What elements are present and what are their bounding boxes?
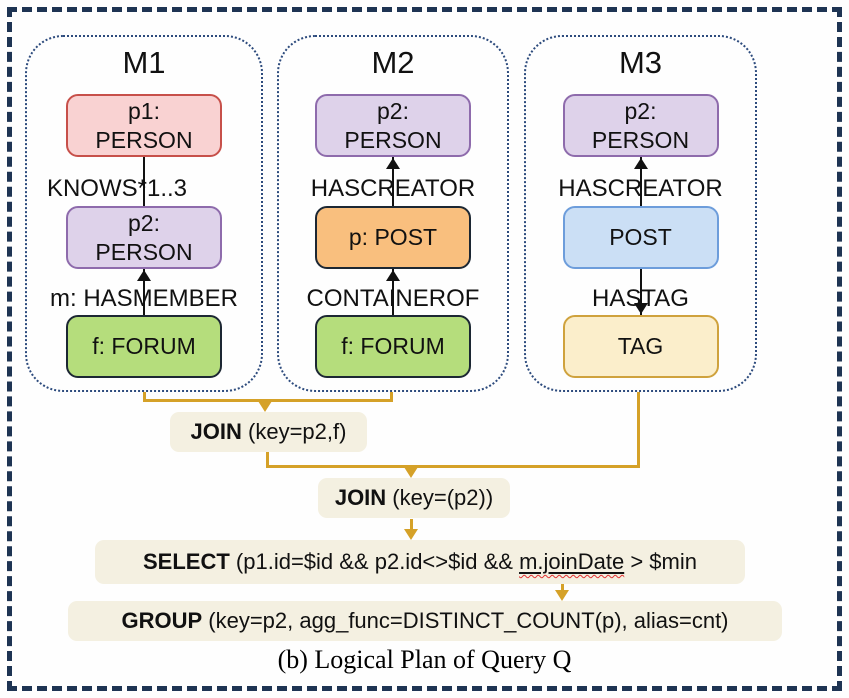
m3-edge2-line: [639, 269, 642, 315]
node-m3-post: POST: [562, 206, 719, 269]
m1-edge2-line: [143, 269, 145, 315]
m1-edge2-arrowhead-up-icon: [137, 270, 151, 281]
node-m2-p2-person: p2: PERSON: [315, 94, 471, 157]
m3-edge1-arrowhead-up-icon: [633, 158, 648, 169]
join1-bracket-top-line: [143, 399, 393, 402]
node-m2-forum: f: FORUM: [315, 315, 471, 378]
select-joindate-underline: m.joinDate: [519, 549, 624, 575]
join2-keyword: JOIN: [334, 485, 387, 510]
m3-drop-line: [637, 392, 640, 468]
node-m1-p1-person: p1: PERSON: [66, 94, 222, 157]
join2-out-line: [410, 519, 413, 531]
group-args: (key=p2, agg_func=DISTINCT_COUNT(p), ali…: [202, 608, 729, 633]
join1-keyword: JOIN: [190, 419, 242, 444]
join1-out-line: [266, 452, 269, 468]
module-m1-title: M1: [122, 45, 166, 80]
operator-select: SELECT (p1.id=$id && p2.id<>$id && m.joi…: [95, 540, 745, 584]
node-m1-p2-person: p2: PERSON: [66, 206, 222, 269]
m2-edge1-arrowhead-up-icon: [386, 158, 400, 169]
select-keyword: SELECT: [143, 549, 230, 574]
m2-edge1-label: HASCREATOR: [310, 175, 476, 202]
operator-group: GROUP (key=p2, agg_func=DISTINCT_COUNT(p…: [68, 601, 782, 641]
group-keyword: GROUP: [121, 608, 203, 633]
join1-args: (key=p2,f): [241, 419, 347, 444]
join1-bracket-right-line: [390, 392, 393, 401]
join1-bracket-left-line: [143, 392, 146, 401]
group-in-arrowhead-icon: [555, 590, 569, 601]
m1-edge2-label: m: HASMEMBER: [49, 285, 238, 312]
module-m3: M3 p2: PERSON POST TAG HASCREATOR HASTAG: [524, 35, 757, 392]
m2-edge1-line: [392, 157, 394, 206]
module-m2: M2 p2: PERSON p: POST f: FORUM HASCREATO…: [277, 35, 509, 392]
operator-join1: JOIN (key=p2,f): [170, 412, 367, 452]
join1-in-arrowhead-icon: [258, 401, 272, 412]
m3-edge2-arrowhead-down-icon: [633, 303, 648, 314]
node-m1-forum: f: FORUM: [66, 315, 222, 378]
m3-edge1-line: [639, 157, 642, 206]
operator-join2: JOIN (key=(p2)): [318, 478, 510, 518]
figure-caption: (b) Logical Plan of Query Q: [277, 645, 572, 674]
m3-edge2-label: HASTAG: [592, 285, 689, 312]
m3-edge1-label: HASCREATOR: [558, 175, 723, 202]
m2-edge2-arrowhead-up-icon: [386, 270, 400, 281]
node-m2-post: p: POST: [315, 206, 471, 269]
select-in-arrowhead-icon: [404, 529, 418, 540]
m2-edge2-label: CONTAINEROF: [306, 285, 480, 312]
join2-merge-line: [266, 465, 640, 468]
join2-args: (key=(p2)): [386, 485, 494, 510]
node-m3-tag: TAG: [562, 315, 719, 378]
m2-edge2-line: [392, 269, 394, 315]
node-m3-p2-person: p2: PERSON: [562, 94, 719, 157]
select-args-suffix: > $min: [624, 549, 697, 574]
m1-edge1-label: KNOWS*1..3: [46, 175, 188, 202]
module-m1: M1 p1: PERSON p2: PERSON f: FORUM KNOWS*…: [25, 35, 263, 392]
select-out-line: [561, 584, 564, 592]
m1-edge1-line: [143, 157, 145, 206]
module-m2-title: M2: [371, 45, 415, 80]
module-m3-title: M3: [618, 45, 663, 80]
select-joindate-term: m.joinDate: [519, 549, 625, 574]
join2-in-arrowhead-icon: [404, 467, 418, 478]
select-args-prefix: (p1.id=$id && p2.id<>$id &&: [229, 549, 520, 574]
